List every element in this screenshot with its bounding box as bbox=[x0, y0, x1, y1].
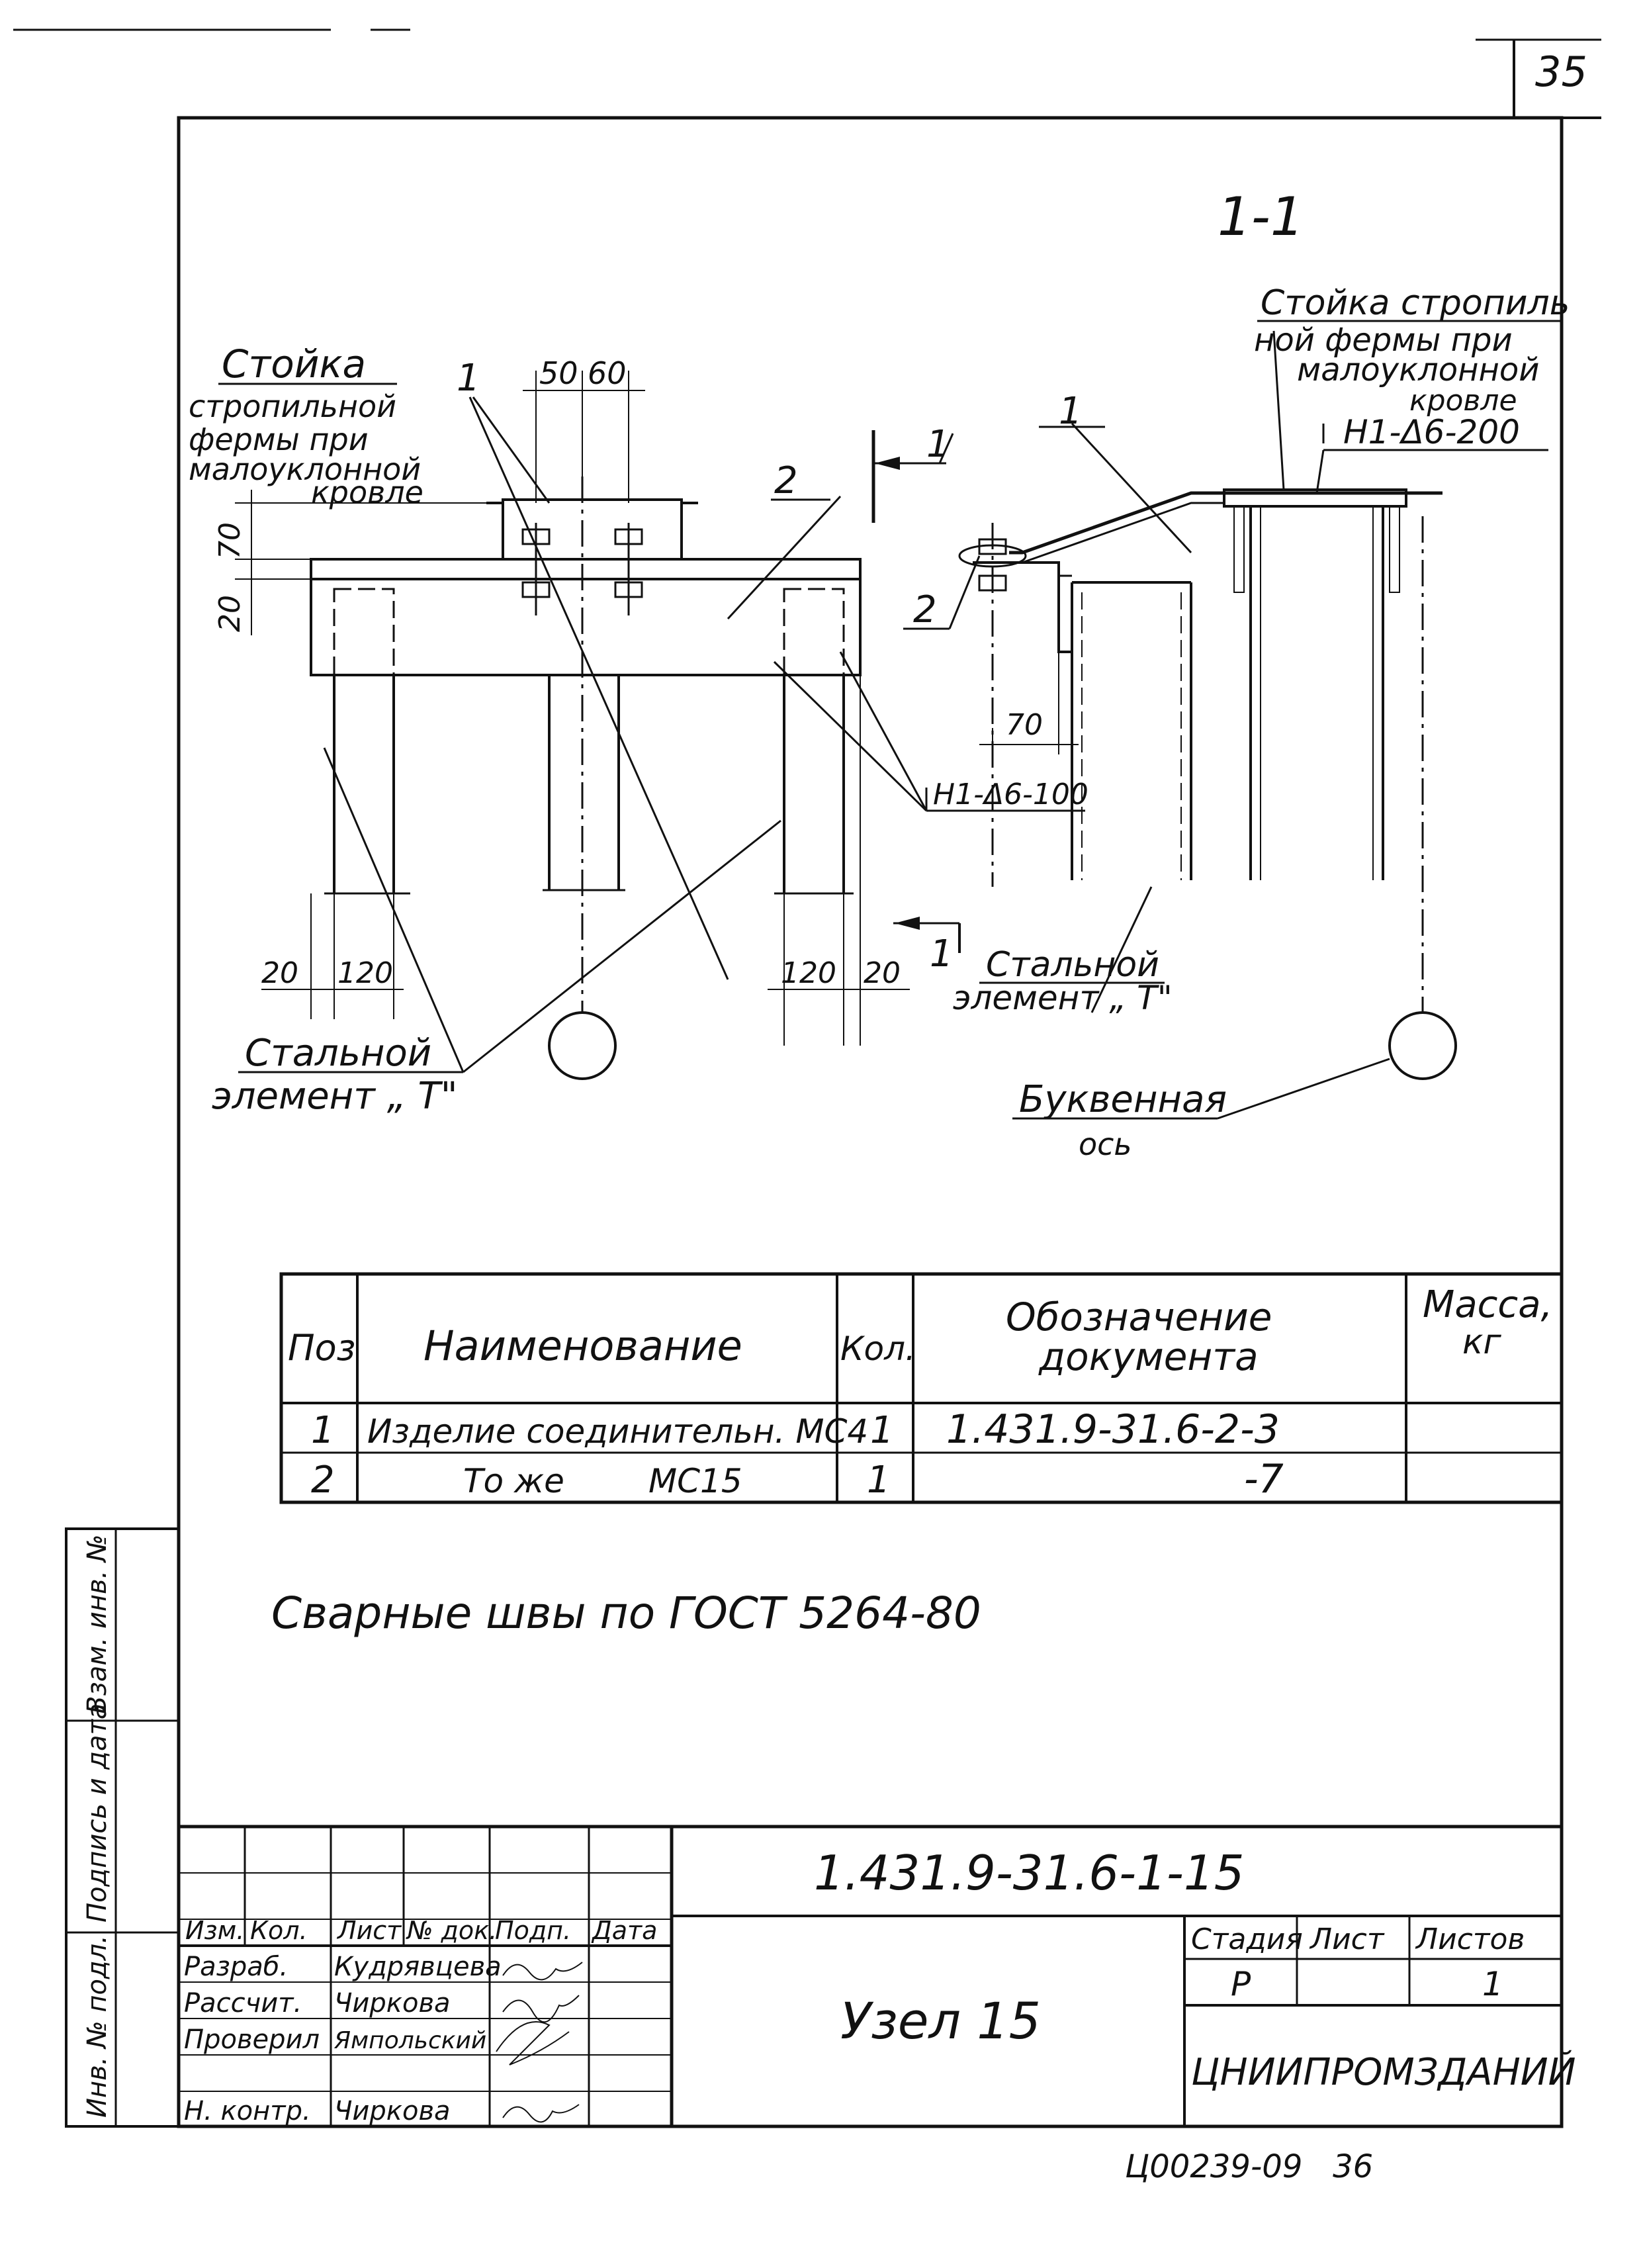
dim-50: 50 bbox=[539, 355, 578, 391]
bottom-stamp: Ц00239-09 36 bbox=[1125, 2148, 1373, 2185]
spec-table: Поз Наименование Кол. Обозначение докуме… bbox=[279, 1272, 1564, 1504]
svg-text:Буквенная: Буквенная bbox=[1019, 1078, 1227, 1121]
spec-header-mass-2: кг bbox=[1462, 1322, 1501, 1362]
svg-text:малоуклонной: малоуклонной bbox=[1297, 351, 1539, 388]
svg-text:Стальной: Стальной bbox=[245, 1032, 431, 1075]
spec-row1-name: Изделие соединительн. МС4 bbox=[367, 1412, 868, 1451]
bolt-right bbox=[614, 523, 643, 615]
spec-row1-doc: 1.431.9-31.6-2-3 bbox=[946, 1406, 1280, 1453]
spec-row2-name: То же МС15 bbox=[463, 1462, 742, 1500]
spec-row2-doc: -7 bbox=[1244, 1456, 1284, 1502]
tb-doc-code: 1.431.9-31.6-1-15 bbox=[814, 1845, 1245, 1901]
svg-text:ось: ось bbox=[1079, 1126, 1132, 1162]
side-field-vzam: Взам. инв. № bbox=[82, 1534, 112, 1714]
tb-role-1: Разраб. bbox=[184, 1952, 288, 1982]
tb-role-3: Проверил bbox=[184, 2024, 320, 2055]
tb-col-ndok: № док. bbox=[406, 1916, 497, 1945]
left-view: 50 60 70 20 20 120 120 20 1 1 bbox=[189, 341, 1088, 1118]
pos-2b: 2 bbox=[913, 588, 937, 631]
spec-header-name: Наименование bbox=[423, 1322, 742, 1370]
tb-sheets-v: 1 bbox=[1482, 1965, 1503, 2003]
tb-col-izm: Изм. bbox=[185, 1916, 244, 1945]
spec-row1-pos: 1 bbox=[311, 1409, 335, 1452]
label-steel-left: Стальной элемент „ Т" bbox=[212, 1032, 463, 1118]
signature-5 bbox=[502, 2104, 580, 2123]
tb-name-1: Кудрявцева bbox=[334, 1952, 502, 1982]
tb-org: ЦНИИПРОМЗДАНИЙ bbox=[1191, 2051, 1576, 2094]
spec-row1-qty: 1 bbox=[870, 1409, 894, 1452]
signature-1 bbox=[502, 1962, 583, 1981]
dim-60: 60 bbox=[588, 355, 627, 391]
pos-1a: 1 bbox=[457, 357, 480, 400]
page-number: 35 bbox=[1535, 48, 1587, 96]
top-edge-lines bbox=[13, 28, 1601, 41]
dim-20-left: 20 bbox=[213, 595, 247, 632]
side-field-podpis: Подпись и дата bbox=[82, 1703, 112, 1923]
dim-70-left: 70 bbox=[213, 522, 247, 559]
dim-120-bottom: 120 bbox=[337, 956, 393, 990]
tb-name-5: Чиркова bbox=[334, 2096, 451, 2126]
tb-role-2: Рассчит. bbox=[184, 1988, 302, 2019]
axis-bubble-left bbox=[548, 1011, 617, 1080]
spec-header-doc-2: документа bbox=[1038, 1334, 1259, 1379]
dim-120-right: 120 bbox=[781, 956, 836, 990]
signature-3 bbox=[496, 2021, 570, 2065]
side-stamp: Инв. № подл. Подпись и дата Взам. инв. № bbox=[65, 1527, 180, 2128]
cut-1-bottom: 1 bbox=[930, 932, 954, 975]
spec-header-qty: Кол. bbox=[840, 1330, 916, 1368]
right-view: 70 1 2 Стойка стропиль ной фермы при мал… bbox=[903, 283, 1570, 1162]
tb-role-5: Н. контр. bbox=[184, 2096, 311, 2126]
tb-title: Узел 15 bbox=[840, 1991, 1041, 2050]
pos-1b: 1 bbox=[1059, 390, 1083, 433]
svg-text:стропильной: стропильной bbox=[189, 388, 396, 424]
tb-stage-v: Р bbox=[1231, 1965, 1251, 2003]
dim-20-right: 20 bbox=[864, 956, 901, 990]
svg-text:Стойка: Стойка bbox=[222, 341, 366, 386]
tb-name-3: Ямпольский bbox=[333, 2027, 486, 2054]
svg-text:Стальной: Стальной bbox=[986, 945, 1159, 985]
label-stoika-left: Стойка стропильной фермы при малоуклонно… bbox=[189, 341, 423, 510]
sheet-frame bbox=[177, 116, 1564, 2128]
page-number-box: 35 bbox=[1513, 40, 1601, 119]
weld-note: Сварные швы по ГОСТ 5264-80 bbox=[271, 1588, 981, 1639]
tb-stage-h: Стадия bbox=[1191, 1923, 1303, 1956]
svg-text:ной фермы при: ной фермы при bbox=[1254, 322, 1513, 359]
tb-col-list: Лист bbox=[336, 1916, 402, 1945]
label-weld-mid: Н1-Δ6-100 bbox=[925, 778, 1088, 812]
side-field-inv-podl: Инв. № подл. bbox=[82, 1935, 112, 2118]
dim-70-right: 70 bbox=[1006, 708, 1043, 742]
pos-2a: 2 bbox=[774, 459, 798, 502]
signature-2 bbox=[502, 1995, 580, 2023]
spec-header-mass: Масса, bbox=[1423, 1283, 1552, 1326]
dim-20-bottom: 20 bbox=[261, 956, 298, 990]
label-stoika-right: Стойка стропиль ной фермы при малоуклонн… bbox=[1254, 283, 1570, 418]
label-axis: Буквенная ось bbox=[1012, 1078, 1227, 1162]
tb-sheets-h: Листов bbox=[1415, 1923, 1525, 1956]
spec-header-doc: Обозначение bbox=[1006, 1294, 1272, 1339]
svg-text:кровле: кровле bbox=[1409, 384, 1517, 418]
svg-text:фермы при: фермы при bbox=[189, 422, 369, 457]
label-steel-right: Стальной элемент „ Т" bbox=[953, 945, 1173, 1017]
spec-row2-pos: 2 bbox=[311, 1459, 335, 1502]
svg-text:кровле: кровле bbox=[311, 475, 423, 510]
svg-text:малоуклонной: малоуклонной bbox=[189, 451, 421, 487]
cut-1-top: 1 bbox=[926, 423, 950, 466]
svg-text:Н1-Δ6-100: Н1-Δ6-100 bbox=[933, 778, 1088, 811]
tb-col-kol: Кол. bbox=[250, 1916, 308, 1945]
svg-text:Стойка стропиль: Стойка стропиль bbox=[1261, 283, 1570, 323]
label-weld-top: Н1-Δ6-200 bbox=[1315, 413, 1548, 494]
tb-name-2: Чиркова bbox=[334, 1988, 451, 2019]
spec-header-pos: Поз bbox=[288, 1327, 355, 1369]
tb-col-data: Дата bbox=[591, 1916, 657, 1945]
title-block: Изм. Кол. Лист № док. Подп. Дата Разраб.… bbox=[179, 1825, 1576, 2126]
axis-bubble-right bbox=[1388, 1011, 1457, 1080]
section-label: 1-1 bbox=[1218, 186, 1304, 248]
tb-col-podp: Подп. bbox=[495, 1916, 571, 1945]
svg-text:элемент „ Т": элемент „ Т" bbox=[953, 979, 1173, 1017]
svg-text:Н1-Δ6-200: Н1-Δ6-200 bbox=[1343, 413, 1520, 451]
svg-text:элемент „ Т": элемент „ Т" bbox=[212, 1075, 458, 1118]
tb-sheet-h: Лист bbox=[1309, 1923, 1385, 1956]
spec-row2-qty: 1 bbox=[867, 1459, 891, 1502]
